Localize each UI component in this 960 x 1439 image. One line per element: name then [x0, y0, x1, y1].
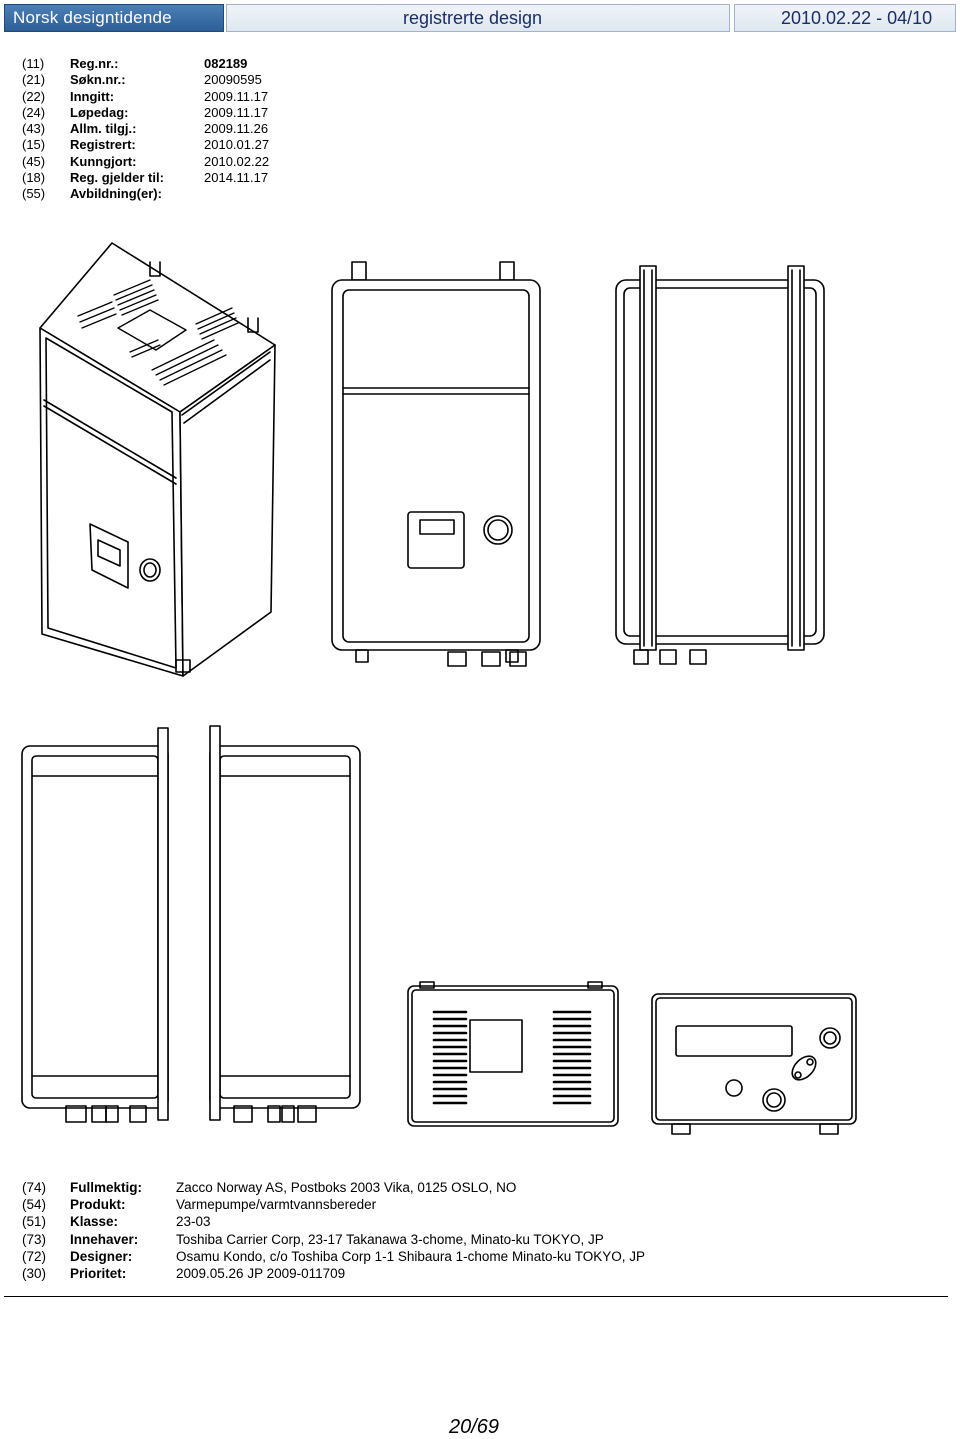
- field-value: 2009.11.17: [204, 104, 269, 120]
- field-label: Designer:: [70, 1248, 133, 1264]
- issue-number: 2010.02.22 - 04/10: [781, 8, 933, 28]
- field-code: (30): [22, 1265, 47, 1281]
- field-value: Toshiba Carrier Corp, 23-17 Takanawa 3-c…: [176, 1231, 604, 1247]
- figure-perspective-view: [39, 242, 276, 677]
- field-label: Prioritet:: [70, 1265, 127, 1281]
- field-label: Klasse:: [70, 1214, 119, 1230]
- field-value: 2010.01.27: [204, 137, 270, 153]
- field-label: Reg. gjelder til:: [70, 170, 164, 186]
- field-value: 2009.05.26 JP 2009-011709: [176, 1265, 346, 1281]
- field-code: (54): [22, 1197, 47, 1213]
- figure-side-view-left: [21, 727, 169, 1123]
- field-value: 2014.11.17: [204, 170, 269, 186]
- figure-rear-view: [615, 265, 825, 665]
- page-header: Norsk designtidende registrerte design 2…: [0, 0, 960, 36]
- field-value: Zacco Norway AS, Postboks 2003 Vika, 012…: [176, 1180, 517, 1195]
- figure-side-view-right: [209, 725, 361, 1123]
- field-code: (11): [22, 56, 45, 71]
- page-number: 20/69: [449, 1416, 500, 1438]
- field-label: Inngitt:: [70, 88, 115, 104]
- field-code: (73): [22, 1231, 47, 1247]
- field-label: Allm. tilgj.:: [70, 121, 137, 137]
- field-code: (18): [22, 170, 46, 186]
- field-label: Kunngjort:: [70, 153, 137, 169]
- field-code: (21): [22, 72, 46, 88]
- field-label: Innehaver:: [70, 1231, 139, 1247]
- field-code: (55): [22, 186, 46, 202]
- field-label: Fullmektig:: [70, 1180, 143, 1195]
- section-title: registrerte design: [403, 8, 543, 28]
- section-title-box: registrerte design: [226, 4, 730, 32]
- field-code: (15): [22, 137, 46, 153]
- field-code: (43): [22, 121, 46, 137]
- field-label: Reg.nr.:: [70, 56, 119, 71]
- field-code: (51): [22, 1214, 47, 1230]
- figure-bottom-view: [651, 993, 857, 1135]
- figure-top-view: [407, 981, 619, 1127]
- field-code: (22): [22, 88, 46, 104]
- field-label: Registrert:: [70, 137, 136, 153]
- field-value: Osamu Kondo, c/o Toshiba Corp 1-1 Shibau…: [176, 1248, 645, 1264]
- field-value: 20090595: [204, 72, 262, 88]
- issue-box: 2010.02.22 - 04/10: [734, 4, 956, 32]
- field-value: 23-03: [176, 1214, 211, 1230]
- figure-front-view: [331, 261, 541, 667]
- field-value: 2009.11.26: [204, 121, 269, 137]
- divider: [4, 1296, 948, 1297]
- field-label: Løpedag:: [70, 104, 129, 120]
- field-value: 082189: [204, 56, 248, 71]
- logo-text: Norsk designtidende: [13, 8, 172, 27]
- field-code: (72): [22, 1248, 47, 1264]
- field-label: Produkt:: [70, 1197, 126, 1213]
- field-value: 2009.11.17: [204, 88, 269, 104]
- field-label: Søkn.nr.:: [70, 72, 126, 88]
- field-value: 2010.02.22: [204, 153, 270, 169]
- publication-logo: Norsk designtidende: [4, 4, 224, 32]
- field-code: (74): [22, 1180, 47, 1195]
- field-label: Avbildning(er):: [70, 186, 162, 202]
- field-code: (45): [22, 153, 46, 169]
- field-code: (24): [22, 104, 46, 120]
- field-value: Varmepumpe/varmtvannsbereder: [176, 1197, 377, 1213]
